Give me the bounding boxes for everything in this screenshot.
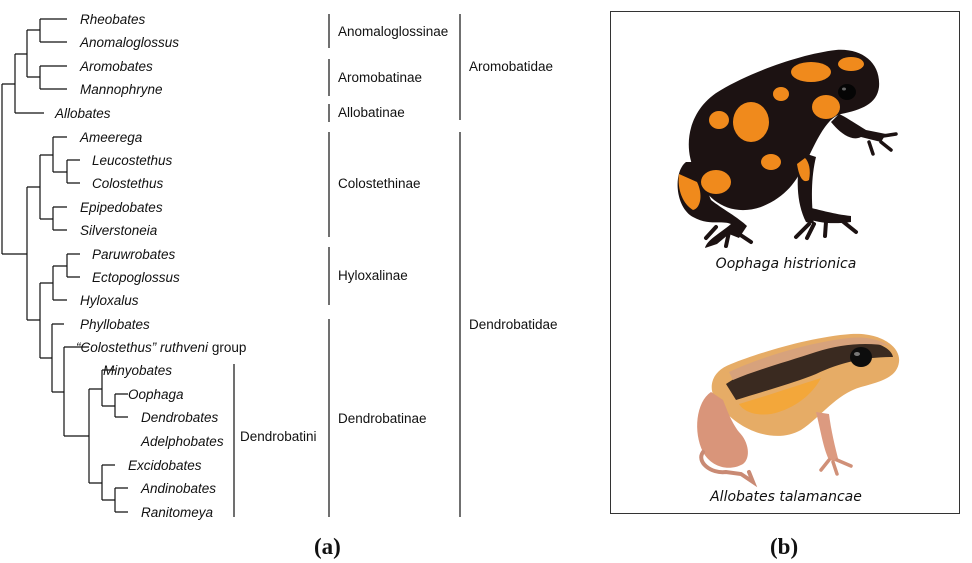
taxon-label: Ectopoglossus [92, 270, 180, 285]
taxon-label: Andinobates [140, 481, 216, 496]
oophaga-frog [678, 50, 896, 248]
phylogenetic-tree: Rheobates Anomaloglossus Aromobates Mann… [0, 0, 600, 563]
top-photo-caption: Oophaga histrionica [611, 256, 961, 272]
panel-label-a: (a) [314, 534, 341, 560]
ruthveni-italic: “Colostethus” ruthveni [76, 340, 209, 355]
taxon-label: Ameerega [79, 130, 143, 145]
taxon-label: Allobates [54, 106, 111, 121]
subfamily-label: Hyloxalinae [338, 268, 408, 283]
clade-labels: Dendrobatini Anomaloglossinae Aromobatin… [240, 24, 558, 444]
subfamily-label: Aromobatinae [338, 70, 422, 85]
taxon-labels: Rheobates Anomaloglossus Aromobates Mann… [54, 12, 246, 520]
taxon-label: Silverstoneia [80, 223, 158, 238]
taxon-label: Anomaloglossus [79, 35, 179, 50]
taxon-label: Colostethus [92, 176, 164, 191]
taxon-label: Ranitomeya [141, 505, 214, 520]
taxon-label: Minyobates [103, 363, 172, 378]
taxon-label: Paruwrobates [92, 247, 176, 262]
taxon-label: Phyllobates [80, 317, 150, 332]
taxon-label: Mannophryne [80, 82, 163, 97]
taxon-label-ruthveni: “Colostethus” ruthveni group [76, 340, 246, 355]
photo-panel: Oophaga histrionica Allobates talamancae [610, 11, 960, 514]
taxon-label: Oophaga [128, 387, 184, 402]
panel-label-b: (b) [770, 534, 798, 560]
taxon-label: Dendrobates [141, 410, 219, 425]
taxon-label: Aromobates [79, 59, 153, 74]
family-label: Dendrobatidae [469, 317, 558, 332]
allobates-frog [697, 334, 899, 482]
subfamily-label: Dendrobatinae [338, 411, 427, 426]
taxon-label: Adelphobates [140, 434, 224, 449]
tribe-label: Dendrobatini [240, 429, 317, 444]
subfamily-label: Anomaloglossinae [338, 24, 448, 39]
ruthveni-plain: group [208, 340, 246, 355]
bottom-photo-caption: Allobates talamancae [611, 489, 961, 505]
taxon-label: Epipedobates [80, 200, 163, 215]
subfamily-label: Colostethinae [338, 176, 421, 191]
taxon-label: Rheobates [80, 12, 146, 27]
taxon-label: Hyloxalus [80, 293, 139, 308]
family-label: Aromobatidae [469, 59, 553, 74]
taxon-label: Excidobates [128, 458, 202, 473]
subfamily-label: Allobatinae [338, 105, 405, 120]
taxon-label: Leucostethus [92, 153, 173, 168]
